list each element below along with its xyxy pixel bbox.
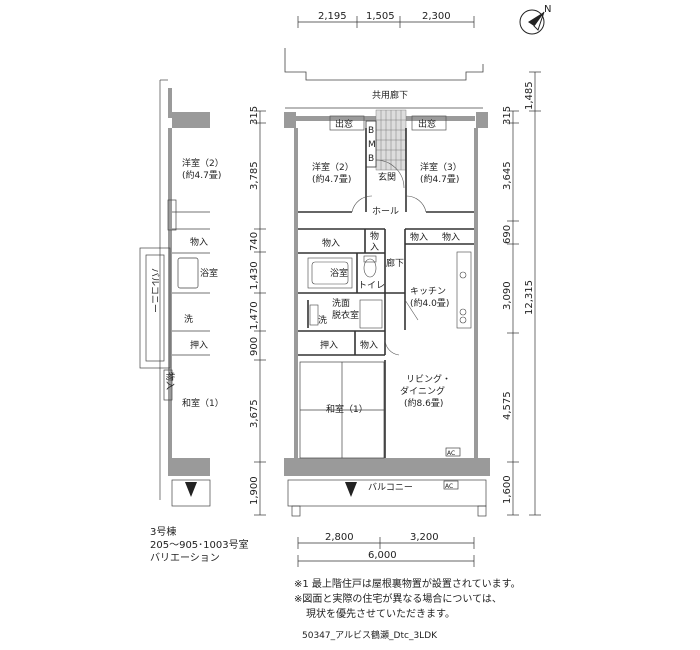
meter-b1: B (368, 126, 374, 136)
western-room-3-label: 洋室（3） (420, 161, 462, 173)
variation-western-room-size: (約4.7畳) (182, 169, 221, 181)
building-number: 3号棟 (150, 527, 177, 538)
ac-label-1: AC (447, 450, 455, 457)
dim-bottom-2: 3,200 (410, 532, 439, 543)
living-size: (約8.6畳) (404, 397, 443, 409)
dim-outer-2: 12,315 (524, 280, 535, 315)
hallway-label: 廊下 (386, 257, 404, 269)
dining-label: ダイニング (400, 385, 445, 397)
dimension-lines (254, 16, 541, 567)
variation-label: バリエーション (150, 553, 220, 564)
kitchen-label: キッチン (410, 286, 446, 297)
dim-right-3: 690 (502, 225, 513, 244)
outer-walls (284, 112, 490, 476)
dim-outer-1: 1,485 (524, 81, 535, 110)
meter-box (365, 109, 407, 171)
balcony-escape-hatch-icon (345, 482, 357, 497)
western-room-2-label: 洋室（2） (312, 161, 354, 173)
variation-storage-label-2: 物入 (164, 372, 176, 390)
entrance-label: 玄関 (378, 171, 396, 183)
interior-walls (298, 128, 474, 458)
dim-right-6: 1,600 (502, 475, 513, 504)
note-line-3: 現状を優先させていただきます。 (306, 609, 455, 620)
variation-bath-label: 浴室 (200, 267, 218, 279)
japanese-room-label: 和室（1） (326, 403, 368, 415)
room-range: 205～905･1003号室 (150, 540, 249, 551)
dim-right-1: 315 (502, 106, 513, 125)
dim-bottom-1: 2,800 (325, 532, 354, 543)
dim-left-8: 1,900 (249, 476, 260, 505)
variation-walls (168, 88, 210, 476)
storage-label-4: 物入 (442, 231, 460, 243)
bay-windows (329, 115, 447, 131)
washroom-label: 洗面 (332, 297, 350, 309)
balcony-area (287, 447, 487, 517)
ac-label-2: AC (445, 483, 453, 490)
storage-label-2b: 入 (370, 242, 379, 253)
corridor-label: 共用廊下 (372, 89, 408, 101)
bay-window-label-2: 出窓 (418, 118, 436, 130)
door-swings (351, 159, 427, 356)
toilet-label: トイレ (358, 281, 385, 291)
meter-m: M (368, 140, 376, 150)
dim-left-3: 740 (249, 232, 260, 251)
western-room-3-size: (約4.7畳) (420, 173, 459, 185)
variation-western-room-label: 洋室（2） (182, 157, 224, 169)
dim-left-2: 3,785 (249, 161, 260, 190)
dim-right-2: 3,645 (502, 161, 513, 190)
bathroom-label: 浴室 (330, 267, 348, 279)
compass-north-label: N (544, 4, 551, 15)
dim-left-7: 3,675 (249, 399, 260, 428)
storage-label-5: 物入 (360, 339, 378, 351)
dim-left-1: 315 (249, 106, 260, 125)
dim-right-5: 4,575 (502, 391, 513, 420)
dim-left-5: 1,470 (249, 301, 260, 330)
dim-right-4: 3,090 (502, 281, 513, 310)
dressing-room-label: 脱衣室 (332, 309, 359, 321)
note-line-1: ※1 最上階住戸は屋根裏物置が設置されています。 (294, 579, 521, 590)
hall-label: ホール (372, 206, 399, 217)
dim-top-1: 2,195 (318, 11, 347, 22)
storage-label-2a: 物 (370, 230, 379, 242)
storage-label-1: 物入 (322, 237, 340, 249)
corridor-outline (284, 48, 484, 109)
meter-b2: B (368, 154, 374, 164)
closet-label: 押入 (320, 339, 338, 351)
balcony-label: バルコニー (368, 482, 413, 493)
dim-top-2: 1,505 (366, 11, 395, 22)
compass-icon: N (519, 4, 551, 35)
tatami-mat (299, 361, 385, 459)
variation-closet-label: 押入 (190, 339, 208, 351)
variation-outline (139, 79, 211, 507)
bay-window-label-1: 出窓 (335, 118, 353, 130)
plan-code: 50347_アルビス鶴瀬_Dtc_3LDK (302, 631, 438, 641)
variation-storage-label: 物入 (190, 236, 208, 248)
living-label: リビング・ (406, 373, 451, 385)
variation-japanese-room-label: 和室（1） (182, 397, 224, 409)
fixtures (307, 251, 472, 329)
dim-left-6: 900 (249, 337, 260, 356)
variation-balcony-label: バルコニー (149, 268, 160, 313)
variation-wash-label: 洗 (184, 313, 193, 325)
dim-top-3: 2,300 (422, 11, 451, 22)
dim-left-4: 1,430 (249, 261, 260, 290)
washer-label: 洗 (318, 314, 327, 326)
storage-label-3: 物入 (410, 231, 428, 243)
note-line-2: ※図面と実際の住宅が異なる場合については、 (294, 594, 502, 605)
western-room-2-size: (約4.7畳) (312, 173, 351, 185)
kitchen-size: (約4.0畳) (410, 297, 449, 309)
variation-escape-hatch-icon (185, 482, 197, 497)
dim-bottom-total: 6,000 (368, 550, 397, 561)
